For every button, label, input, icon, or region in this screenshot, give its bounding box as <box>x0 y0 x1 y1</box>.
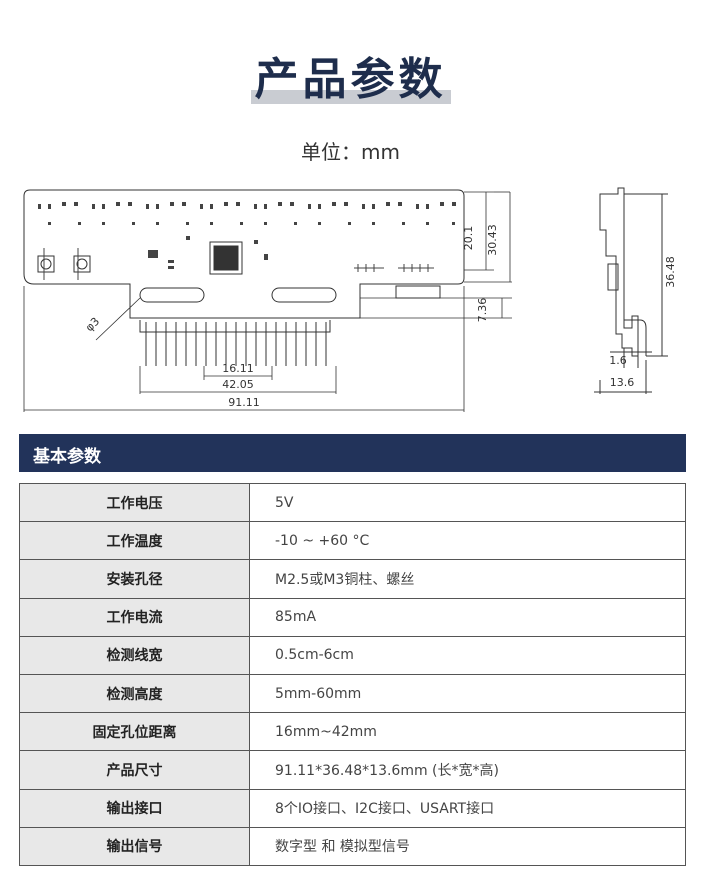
dim-w3: 91.11 <box>228 396 260 409</box>
page-title: 产品参数 <box>254 54 447 105</box>
dim-hole: φ3 <box>83 315 102 334</box>
button-left <box>37 255 55 273</box>
param-key: 检测线宽 <box>19 635 250 675</box>
param-key: 输出接口 <box>19 788 250 828</box>
param-value: 5mm-60mm <box>249 673 686 714</box>
board-outline <box>23 189 465 319</box>
param-value: 16mm~42mm <box>249 712 686 752</box>
table-row: 输出信号数字型 和 模拟型信号 <box>19 826 686 866</box>
dim-h1: 20.1 <box>462 226 475 251</box>
side-view-board <box>599 187 639 357</box>
param-key: 工作电流 <box>19 597 250 637</box>
param-value: 0.5cm-6cm <box>249 635 686 675</box>
pin-header <box>139 320 331 333</box>
param-key: 固定孔位距离 <box>19 712 250 752</box>
button-right <box>73 255 91 273</box>
dimension-drawing: 20.1 30.43 7.36 φ3 16.11 42.05 91.11 36.… <box>23 187 677 412</box>
param-key: 检测高度 <box>19 673 250 714</box>
param-value: 85mA <box>249 597 686 637</box>
section-header: 基本参数 <box>19 434 686 472</box>
page-title-wrap: 产品参数 <box>0 50 701 110</box>
param-value: 数字型 和 模拟型信号 <box>249 826 686 866</box>
dim-w1: 16.11 <box>222 362 254 375</box>
param-value: 8个IO接口、I2C接口、USART接口 <box>249 788 686 828</box>
mount-slot-left <box>139 287 205 303</box>
param-value: 91.11*36.48*13.6mm (长*宽*高) <box>249 750 686 790</box>
section-title: 基本参数 <box>33 447 101 467</box>
param-key: 输出信号 <box>19 826 250 866</box>
param-value: -10 ~ +60 °C <box>249 521 686 561</box>
dim-w2: 42.05 <box>222 378 254 391</box>
unit-label: 单位：mm <box>301 140 400 164</box>
chip <box>209 241 243 275</box>
param-value: 5V <box>249 482 686 523</box>
dim-h3: 7.36 <box>476 298 489 323</box>
param-key: 安装孔径 <box>19 559 250 599</box>
dim-side-w2: 13.6 <box>610 376 635 389</box>
dim-side-w1: 1.6 <box>609 354 627 367</box>
dim-h2: 30.43 <box>486 224 499 256</box>
mount-slot-right <box>271 287 337 303</box>
param-value: M2.5或M3铜柱、螺丝 <box>249 559 686 599</box>
dim-side-h: 36.48 <box>664 256 677 288</box>
param-key: 产品尺寸 <box>19 750 250 790</box>
param-key: 工作电压 <box>19 482 250 523</box>
table-row: 工作温度-10 ~ +60 °C <box>19 521 686 561</box>
param-key: 工作温度 <box>19 521 250 561</box>
